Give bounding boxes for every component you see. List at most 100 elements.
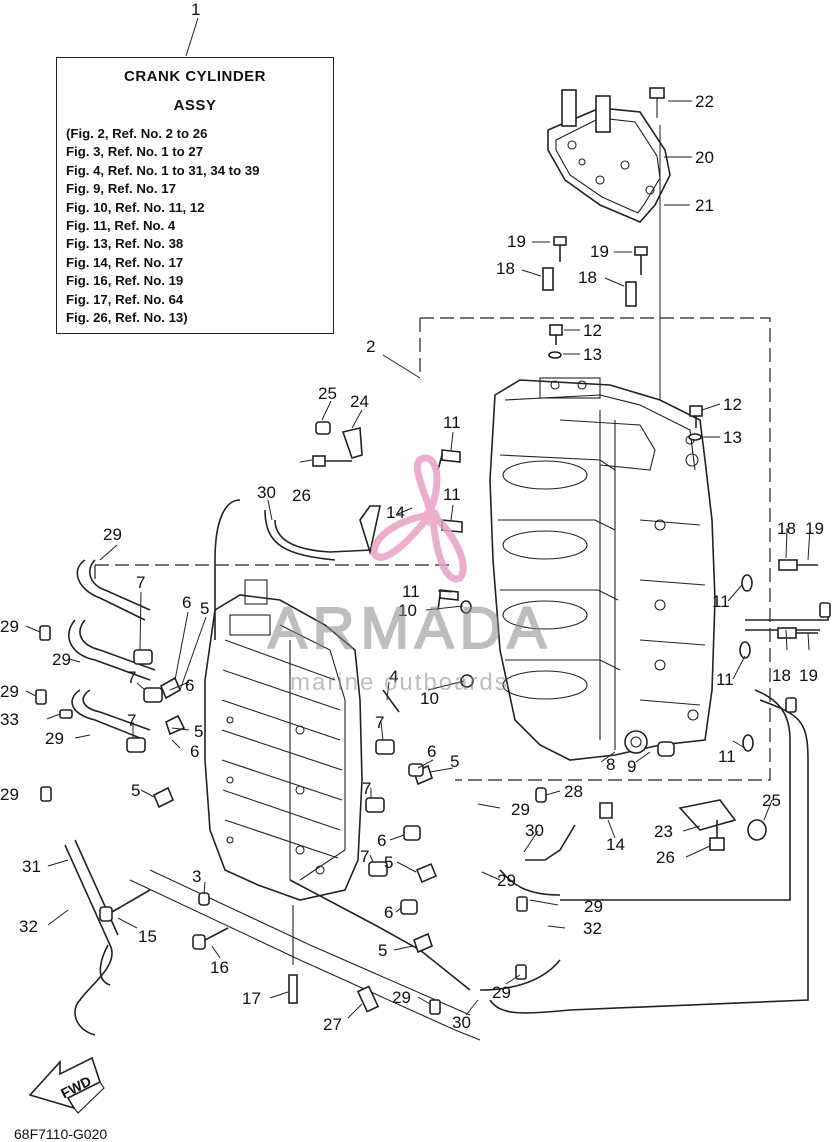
callout-6: 6 <box>377 831 386 850</box>
callout-27: 27 <box>323 1015 342 1034</box>
callout-21: 21 <box>695 196 714 215</box>
callout-33: 33 <box>0 710 19 729</box>
hoses-and-pipes <box>64 499 829 1041</box>
callout-29: 29 <box>511 800 530 819</box>
callout-11: 11 <box>443 413 461 432</box>
callout-32: 32 <box>583 919 602 938</box>
reference-line: Fig. 14, Ref. No. 17 <box>66 254 184 270</box>
callout-6: 6 <box>185 676 194 695</box>
callout-29: 29 <box>584 897 603 916</box>
reference-line: Fig. 26, Ref. No. 13) <box>66 310 188 326</box>
reference-line: Fig. 4, Ref. No. 1 to 31, 34 to 39 <box>66 162 260 178</box>
callout-1: 1 <box>191 0 200 19</box>
callout-26: 26 <box>292 486 311 505</box>
callout-30: 30 <box>257 483 276 502</box>
callout-6: 6 <box>190 742 199 761</box>
callout-18: 18 <box>496 259 515 278</box>
propeller-logo-icon <box>370 454 467 583</box>
callout-23: 23 <box>654 822 673 841</box>
callout-6: 6 <box>182 593 191 612</box>
callout-20: 20 <box>695 148 714 167</box>
callout-31: 31 <box>22 857 41 876</box>
reference-line: Fig. 3, Ref. No. 1 to 27 <box>66 144 204 160</box>
callout-7: 7 <box>375 713 384 732</box>
callout-28: 28 <box>564 782 583 801</box>
callout-29: 29 <box>0 617 19 636</box>
watermark-tagline: marine outboards <box>290 669 509 696</box>
callout-18: 18 <box>777 519 796 538</box>
reference-line: Fig. 9, Ref. No. 17 <box>66 181 176 197</box>
callout-25: 25 <box>318 384 337 403</box>
callout-32: 32 <box>19 917 38 936</box>
callout-11: 11 <box>716 670 734 689</box>
callout-9: 9 <box>627 757 636 776</box>
callout-19: 19 <box>799 666 818 685</box>
callout-29: 29 <box>0 785 19 804</box>
assembly-reference-list: (Fig. 2, Ref. No. 2 to 26 Fig. 3, Ref. N… <box>66 125 259 327</box>
callout-14: 14 <box>386 503 405 522</box>
callout-24: 24 <box>350 392 369 411</box>
callout-11: 11 <box>712 592 730 611</box>
callout-29: 29 <box>492 983 511 1002</box>
callout-14: 14 <box>606 835 625 854</box>
callout-8: 8 <box>606 755 615 774</box>
callout-labels: 1 2 22 20 21 19 19 18 18 12 13 12 13 25 … <box>0 0 824 1034</box>
reference-line: Fig. 13, Ref. No. 38 <box>66 236 184 252</box>
callout-5: 5 <box>450 752 459 771</box>
callout-2: 2 <box>366 337 375 356</box>
callout-10: 10 <box>398 601 417 620</box>
callout-19: 19 <box>590 242 609 261</box>
callout-26: 26 <box>656 848 675 867</box>
callout-7: 7 <box>362 779 371 798</box>
callout-18: 18 <box>578 268 597 287</box>
callout-29: 29 <box>392 988 411 1007</box>
dashed-group-frames <box>94 317 771 781</box>
callout-29: 29 <box>52 650 71 669</box>
cylinder-block <box>204 579 363 1004</box>
callout-18: 18 <box>772 666 791 685</box>
callout-5: 5 <box>378 941 387 960</box>
callout-19: 19 <box>805 519 824 538</box>
reference-line: Fig. 10, Ref. No. 11, 12 <box>66 199 205 215</box>
callout-13: 13 <box>723 428 742 447</box>
reference-line: (Fig. 2, Ref. No. 2 to 26 <box>66 126 208 141</box>
callout-7: 7 <box>360 847 369 866</box>
callout-17: 17 <box>242 989 261 1008</box>
callout-5: 5 <box>131 781 140 800</box>
callout-5: 5 <box>200 599 209 618</box>
cylinder-cover-plate <box>547 87 671 400</box>
callout-11: 11 <box>402 582 420 601</box>
forward-arrow-icon: FWD <box>28 1056 105 1114</box>
callout-30: 30 <box>452 1013 471 1032</box>
callout-12: 12 <box>583 321 602 340</box>
callout-13: 13 <box>583 345 602 364</box>
callout-30: 30 <box>525 821 544 840</box>
callout-11: 11 <box>443 485 461 504</box>
callout-4: 4 <box>389 667 398 686</box>
callout-7: 7 <box>127 668 136 687</box>
callout-29: 29 <box>0 682 19 701</box>
callout-25: 25 <box>762 791 781 810</box>
leader-lines <box>25 17 811 1019</box>
callout-11: 11 <box>718 747 736 766</box>
callout-7: 7 <box>127 711 136 730</box>
watermark-brand: ARMADA <box>268 596 552 661</box>
callout-29: 29 <box>103 525 122 544</box>
callout-10: 10 <box>420 689 439 708</box>
callout-29: 29 <box>497 871 516 890</box>
callout-12: 12 <box>723 395 742 414</box>
reference-line: Fig. 16, Ref. No. 19 <box>66 273 184 289</box>
assembly-reference-box: CRANK CYLINDER ASSY (Fig. 2, Ref. No. 2 … <box>56 57 334 334</box>
callout-22: 22 <box>695 92 714 111</box>
callout-3: 3 <box>192 867 201 886</box>
armada-watermark: ARMADA marine outboards <box>267 454 552 696</box>
assembly-title: CRANK CYLINDER <box>124 68 266 85</box>
crankcase-block <box>489 377 716 761</box>
reference-line: Fig. 11, Ref. No. 4 <box>66 218 176 234</box>
callout-7: 7 <box>136 573 145 592</box>
callout-15: 15 <box>138 927 157 946</box>
assembly-subtitle: ASSY <box>173 97 217 114</box>
callout-6: 6 <box>427 742 436 761</box>
callout-29: 29 <box>45 729 64 748</box>
